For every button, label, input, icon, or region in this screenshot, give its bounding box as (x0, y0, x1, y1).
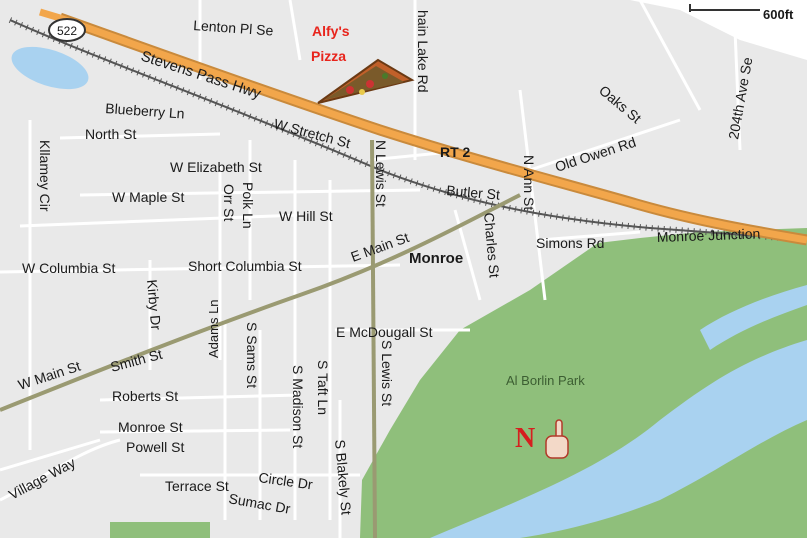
street-label-w-elizabeth: W Elizabeth St (170, 159, 262, 175)
street-label-butler: Butler St (446, 182, 501, 203)
street-label-s-sams: S Sams St (244, 322, 260, 388)
street-label-s-lewis: S Lewis St (379, 340, 395, 406)
park-label: Al Borlin Park (506, 373, 585, 388)
street-label-simons: Simons Rd (536, 235, 604, 251)
highway-2 (58, 14, 807, 244)
street-label-w-columbia: W Columbia St (22, 260, 115, 276)
street-label-kirby: Kirby Dr (144, 279, 164, 331)
lewis-street-road (370, 139, 377, 538)
street-grid (0, 0, 742, 538)
river (430, 340, 807, 538)
street-label-e-mcdougall: E McDougall St (336, 324, 433, 340)
street-label-orr: Orr St (221, 184, 237, 221)
street-label-w-hill: W Hill St (279, 208, 333, 224)
street-label-blueberry: Blueberry Ln (105, 100, 185, 121)
north-letter: N (515, 423, 535, 454)
street-label-powell: Powell St (126, 439, 184, 455)
pointing-hand-icon (545, 419, 569, 459)
highway-522-number: 522 (57, 24, 77, 38)
street-label-circle: Circle Dr (258, 469, 314, 492)
street-label-monroe-st: Monroe St (118, 419, 183, 435)
street-label-roberts: Roberts St (112, 388, 178, 404)
street-label-kllamey: Kllamey Cir (37, 140, 53, 212)
railroad-ties (8, 17, 807, 243)
street-label-s-blakely: S Blakely St (332, 439, 355, 516)
street-label-chain-lake: hain Lake Rd (415, 10, 431, 93)
street-label-short-columbia: Short Columbia St (188, 258, 302, 274)
pizza-slice-icon (317, 58, 415, 104)
scale-label: 600ft (763, 7, 794, 22)
street-label-polk: Polk Ln (240, 182, 256, 229)
street-label-w-maple: W Maple St (112, 189, 184, 205)
river-channel (700, 285, 807, 350)
street-label-s-madison: S Madison St (290, 365, 306, 448)
town-label: Monroe (409, 250, 463, 267)
highway-522-shield (48, 18, 86, 42)
street-label-n-ann: N Ann St (521, 155, 537, 210)
highway-522 (38, 8, 62, 22)
junction-label: Monroe Junction (657, 225, 761, 245)
street-label-north: North St (85, 126, 136, 142)
landmark-name-line1: Alfy's (312, 23, 350, 39)
main-street-road (0, 193, 521, 412)
street-label-terrace: Terrace St (165, 478, 229, 494)
street-label-adams: Adams Ln (206, 299, 221, 358)
route-label: RT 2 (440, 144, 471, 160)
street-label-s-taft: S Taft Ln (315, 360, 331, 415)
blank-area-top (630, 0, 807, 60)
street-label-lenton: Lenton Pl Se (193, 17, 274, 39)
street-label-charles: Charles St (481, 212, 503, 279)
street-label-n-lewis: N Lewis St (373, 140, 389, 207)
pond (11, 46, 89, 90)
landmark-name-line2: Pizza (311, 48, 346, 64)
park-area-small (110, 522, 210, 538)
